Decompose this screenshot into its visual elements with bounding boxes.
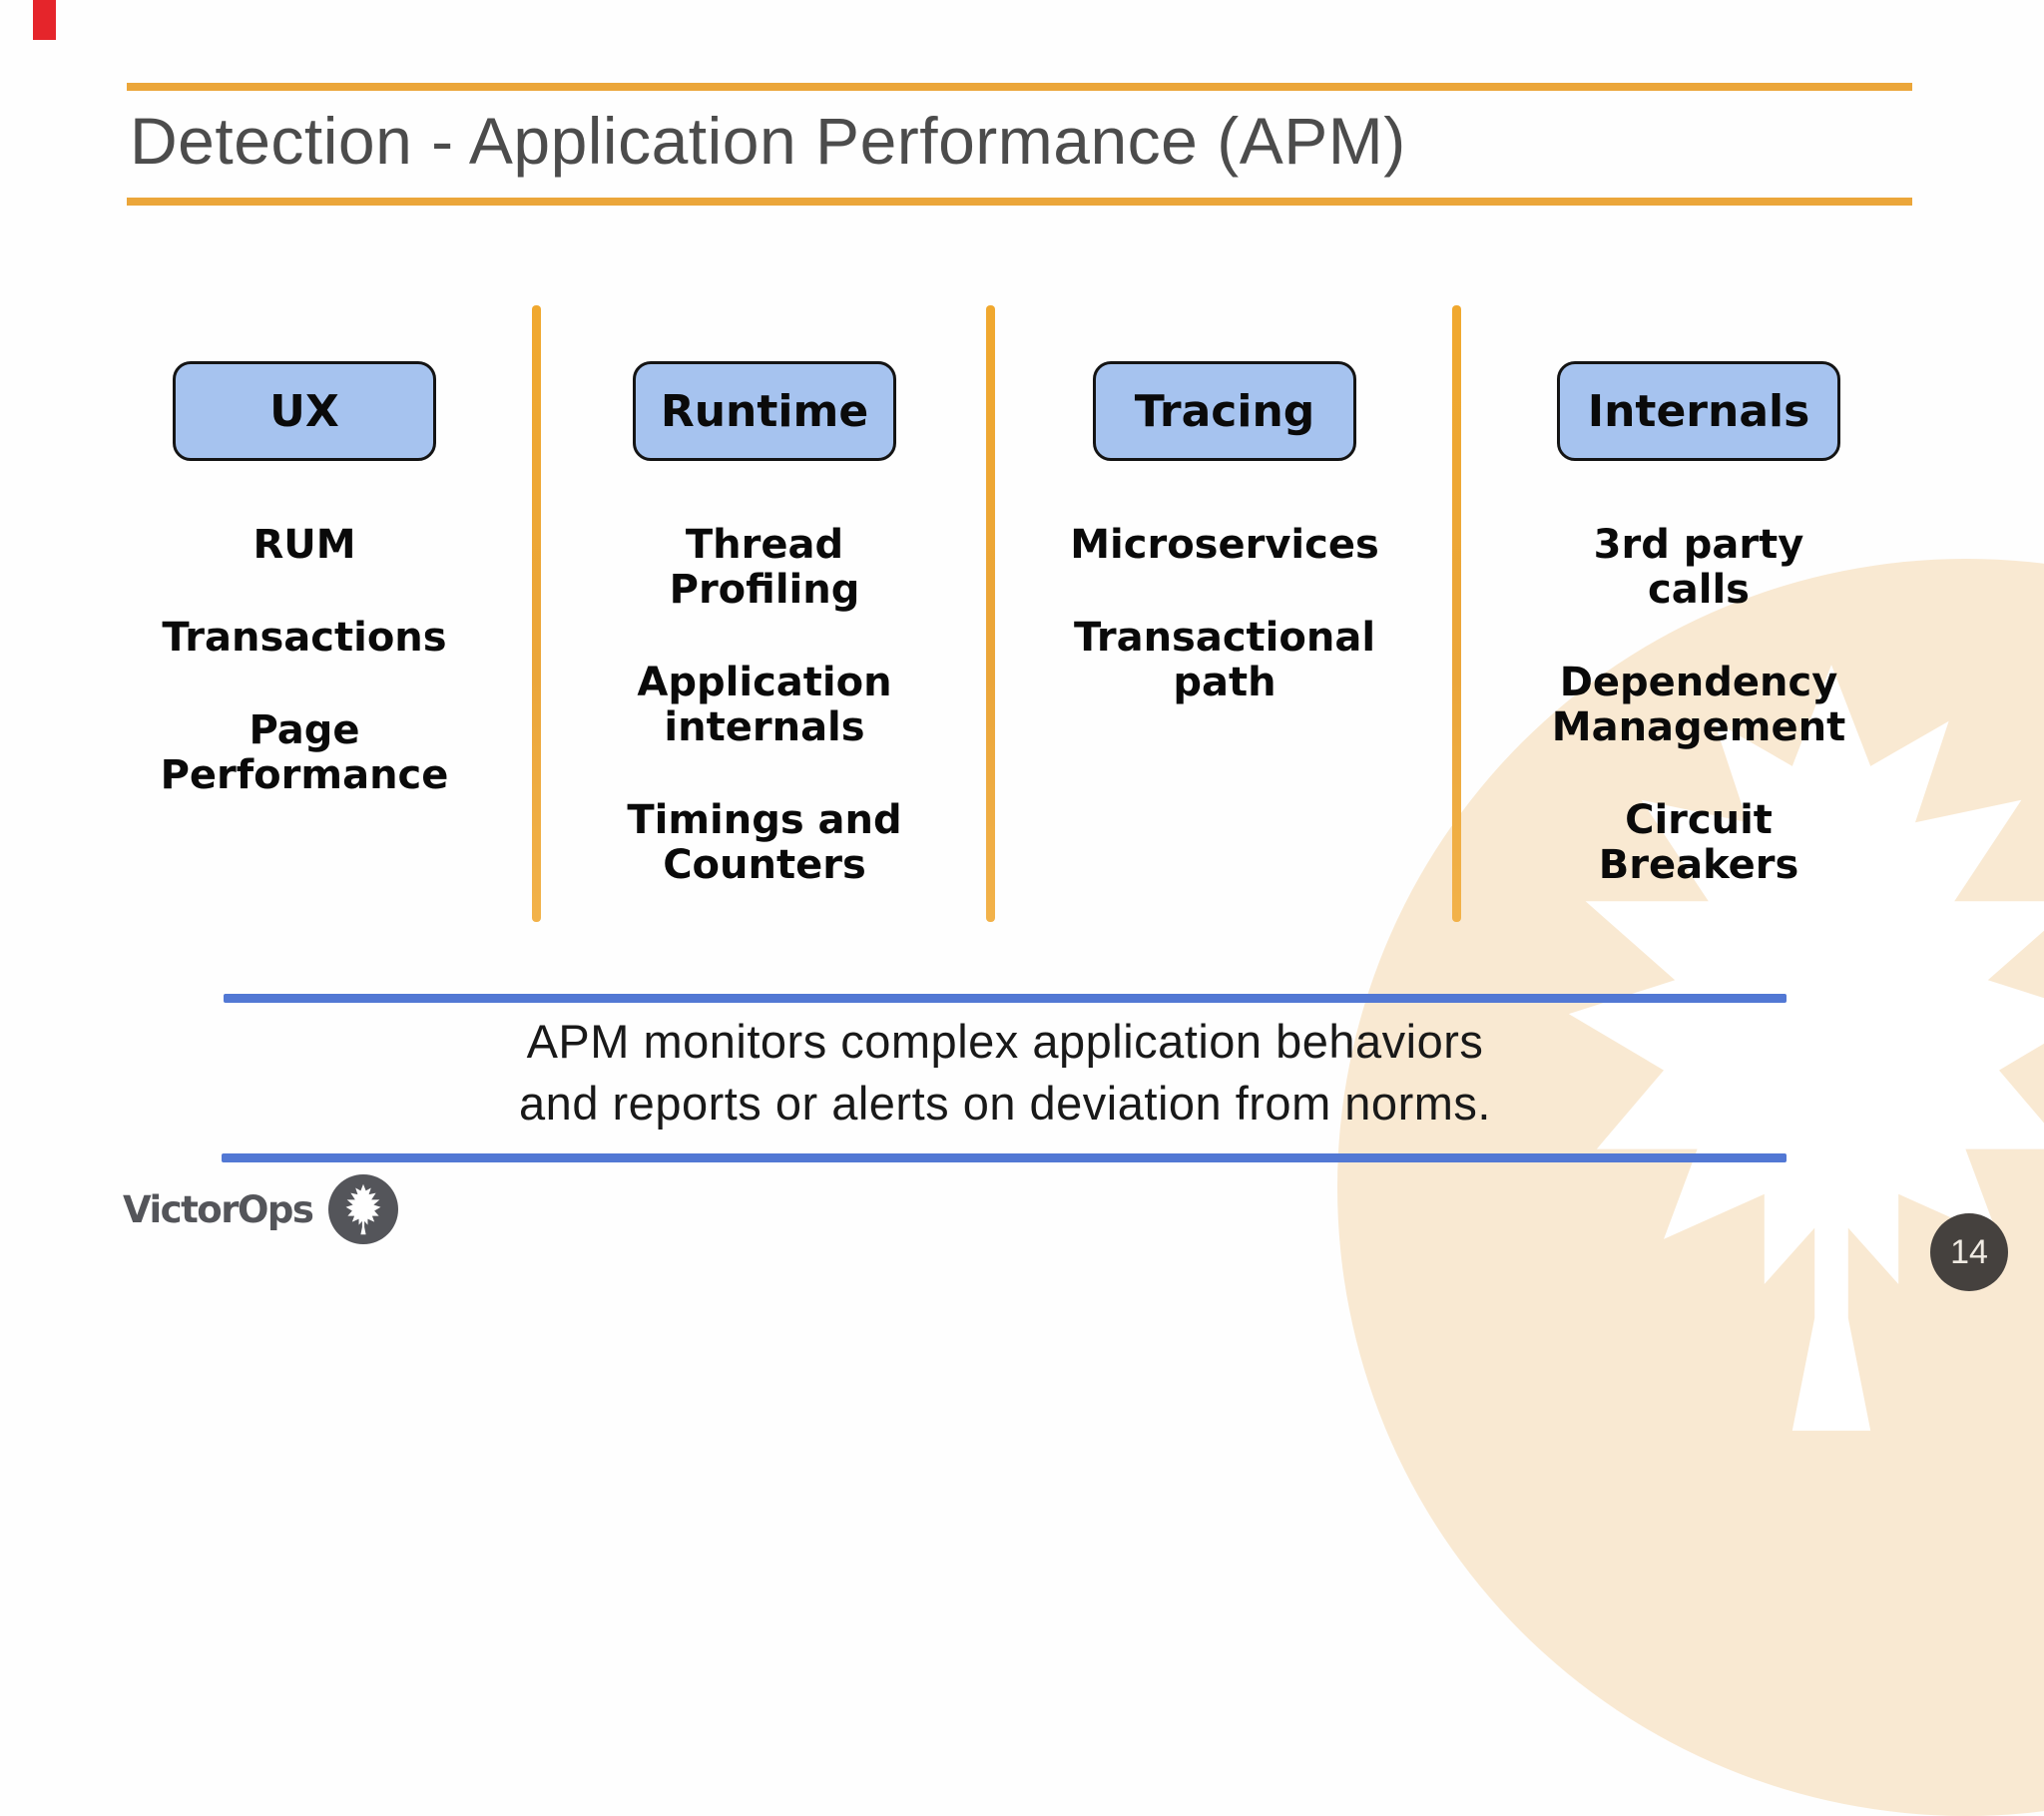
column-header-internals: Internals xyxy=(1557,361,1840,461)
column-runtime: Runtime Thread Profiling Application int… xyxy=(565,361,964,936)
column-divider-1 xyxy=(532,305,541,922)
list-item: 3rd party calls xyxy=(1593,522,1804,613)
brand-logo: VictorOps xyxy=(123,1174,399,1244)
column-body-runtime: Thread Profiling Application internals T… xyxy=(565,523,964,888)
column-divider-3 xyxy=(1452,305,1461,922)
page-number: 14 xyxy=(1950,1232,1988,1271)
caption-text: APM monitors complex application behavio… xyxy=(519,1015,1491,1130)
list-item: Transactions xyxy=(162,615,447,661)
list-item: Transactional path xyxy=(1073,615,1376,705)
title-top-rule xyxy=(127,83,1912,91)
page-number-badge: 14 xyxy=(1930,1213,2008,1291)
list-item: Dependency Management xyxy=(1551,660,1846,750)
slide: { "slide": { "title": "Detection - Appli… xyxy=(33,0,2044,1816)
title-bottom-rule xyxy=(127,198,1912,206)
column-header-tracing: Tracing xyxy=(1093,361,1356,461)
column-body-ux: RUM Transactions Page Performance xyxy=(105,523,504,798)
caption-top-rule xyxy=(224,994,1787,1003)
list-item: Page Performance xyxy=(160,707,449,798)
column-header-runtime: Runtime xyxy=(633,361,896,461)
page-title: Detection - Application Performance (APM… xyxy=(130,104,1406,178)
brand-leaf-badge xyxy=(328,1174,399,1244)
list-item: Timings and Counters xyxy=(627,797,902,888)
caption-bottom-rule xyxy=(222,1153,1787,1162)
list-item: Circuit Breakers xyxy=(1598,797,1799,888)
list-item: Thread Profiling xyxy=(669,522,860,613)
brand-wordmark: VictorOps xyxy=(123,1187,314,1231)
column-body-tracing: Microservices Transactional path xyxy=(1025,523,1424,705)
column-header-ux: UX xyxy=(173,361,436,461)
column-body-internals: 3rd party calls Dependency Management Ci… xyxy=(1499,523,1898,888)
column-divider-2 xyxy=(986,305,995,922)
oak-leaf-icon xyxy=(345,1183,381,1235)
column-ux: UX RUM Transactions Page Performance xyxy=(105,361,504,846)
column-tracing: Tracing Microservices Transactional path xyxy=(1025,361,1424,753)
column-internals: Internals 3rd party calls Dependency Man… xyxy=(1499,361,1898,936)
list-item: Microservices xyxy=(1070,522,1379,568)
list-item: RUM xyxy=(253,522,356,568)
recording-marker xyxy=(33,0,56,40)
list-item: Application internals xyxy=(637,660,892,750)
